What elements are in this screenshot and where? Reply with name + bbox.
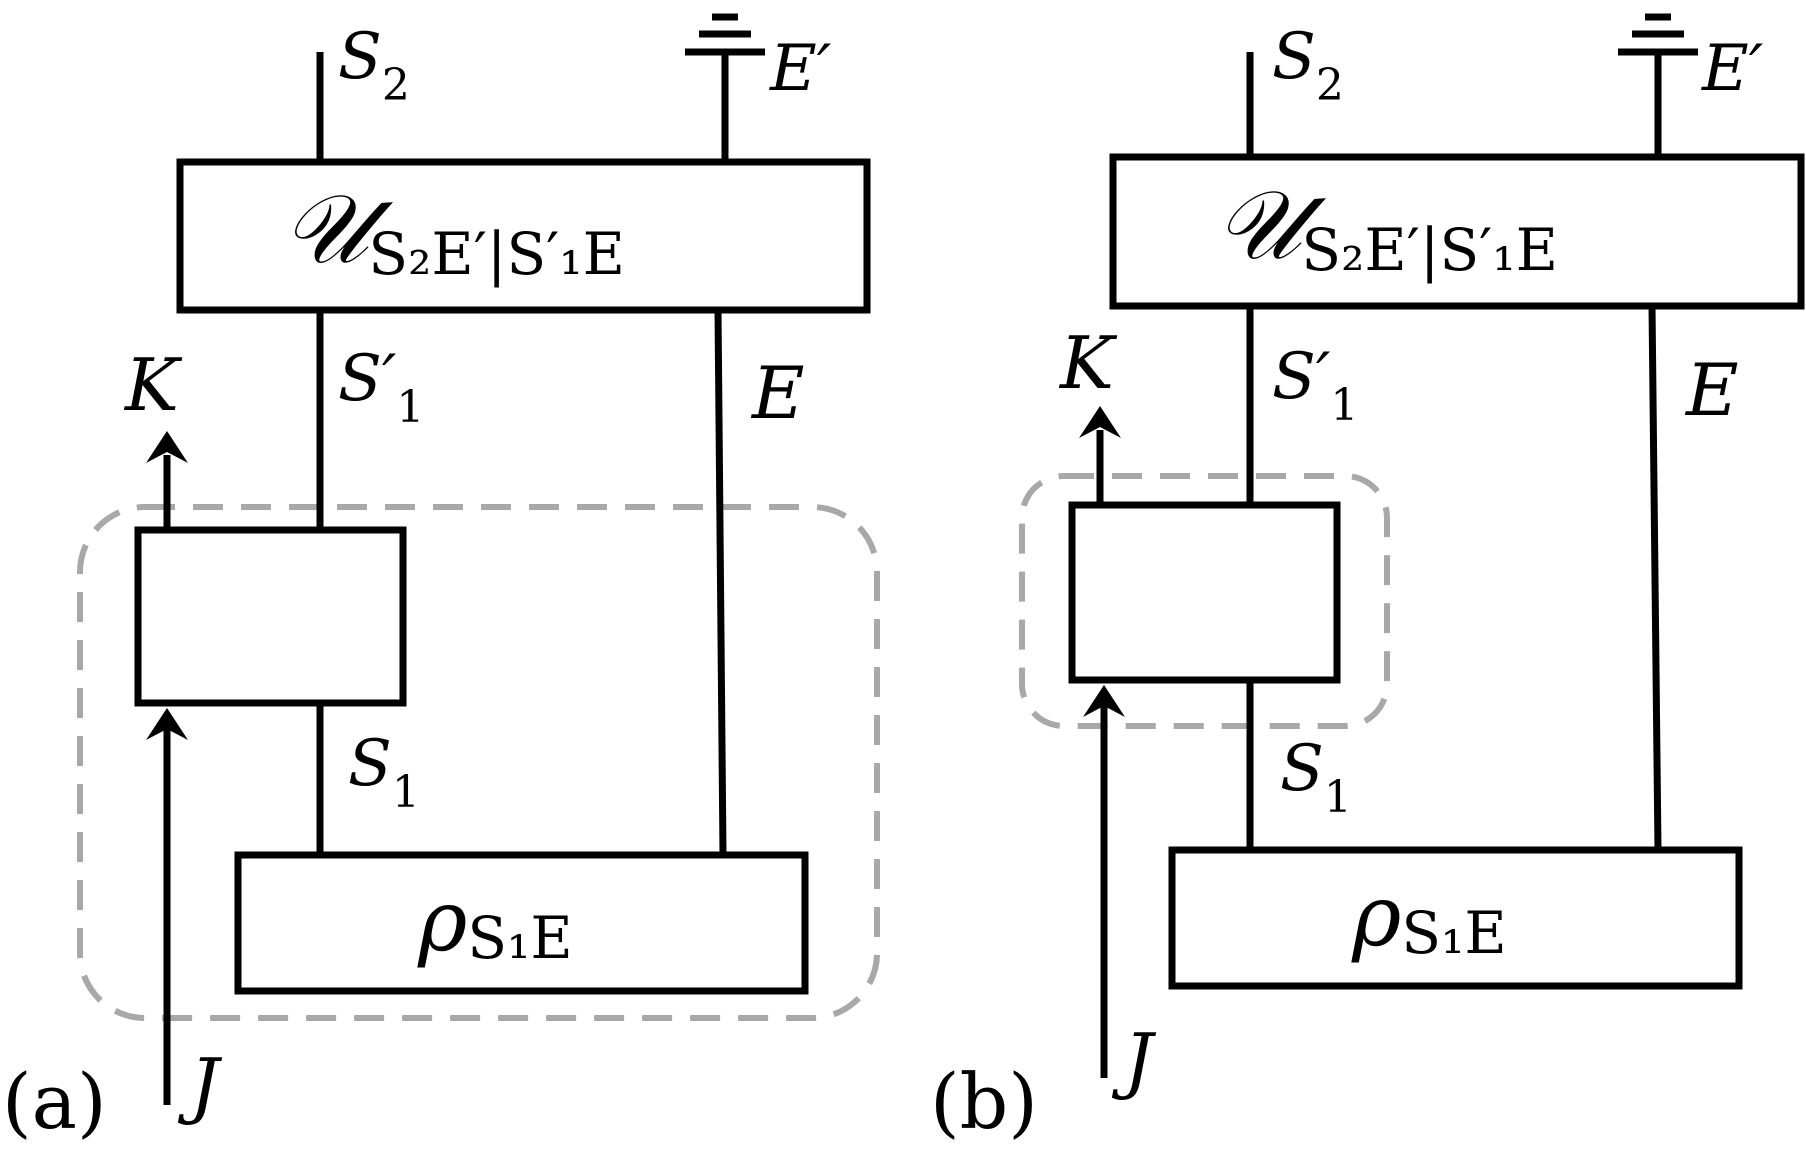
panel-a: 𝒰S₂E′|S′₁E ρS₁E S2 E′ S′1 E S1 K J (a) [2, 13, 880, 1146]
unitary-box-a [176, 158, 871, 314]
state-label-a: ρS₁E [417, 872, 573, 972]
label-eprime-a: E′ [769, 32, 832, 106]
label-k-a: K [123, 343, 183, 427]
label-s1-b: S1 [1280, 732, 1352, 823]
label-s1prime-b: S′1 [1272, 340, 1358, 431]
arrowhead-k-b [1079, 406, 1121, 438]
state-label-b: ρS₁E [1351, 867, 1507, 967]
panel-b: 𝒰S₂E′|S′₁E ρS₁E S2 E′ S′1 E S1 K J (b) [930, 13, 1805, 1146]
unitary-label-a: 𝒰S₂E′|S′₁E [282, 173, 625, 288]
label-j-a: J [177, 1043, 223, 1127]
dashed-region-a [77, 504, 880, 1021]
trace-symbol-icon-b [1618, 13, 1698, 56]
label-s2-b: S2 [1272, 20, 1344, 111]
wire-e-a [714, 309, 727, 856]
state-box-a [234, 851, 809, 995]
panel-label-a: (a) [2, 1057, 107, 1146]
arrowhead-j-b [1083, 685, 1125, 717]
wire-e-b [1648, 305, 1662, 851]
dashed-region-b [1019, 473, 1390, 729]
label-j-b: J [1111, 1018, 1157, 1102]
label-k-b: K [1058, 321, 1118, 405]
label-eprime-b: E′ [1701, 32, 1764, 106]
panel-label-b: (b) [930, 1057, 1038, 1146]
state-box-b [1168, 846, 1743, 990]
label-e-a: E [750, 351, 805, 435]
instrument-box-a [134, 526, 407, 707]
label-s2-a: S2 [338, 20, 410, 111]
label-e-b: E [1684, 348, 1739, 432]
arrowhead-j-a [146, 708, 188, 740]
unitary-label-b: 𝒰S₂E′|S′₁E [1215, 169, 1558, 284]
instrument-box-b [1068, 501, 1341, 684]
trace-symbol-icon-a [685, 13, 765, 56]
arrowhead-k-a [146, 431, 188, 463]
unitary-box-b [1109, 153, 1805, 310]
label-s1-a: S1 [348, 727, 420, 818]
label-s1prime-a: S′1 [338, 342, 424, 433]
